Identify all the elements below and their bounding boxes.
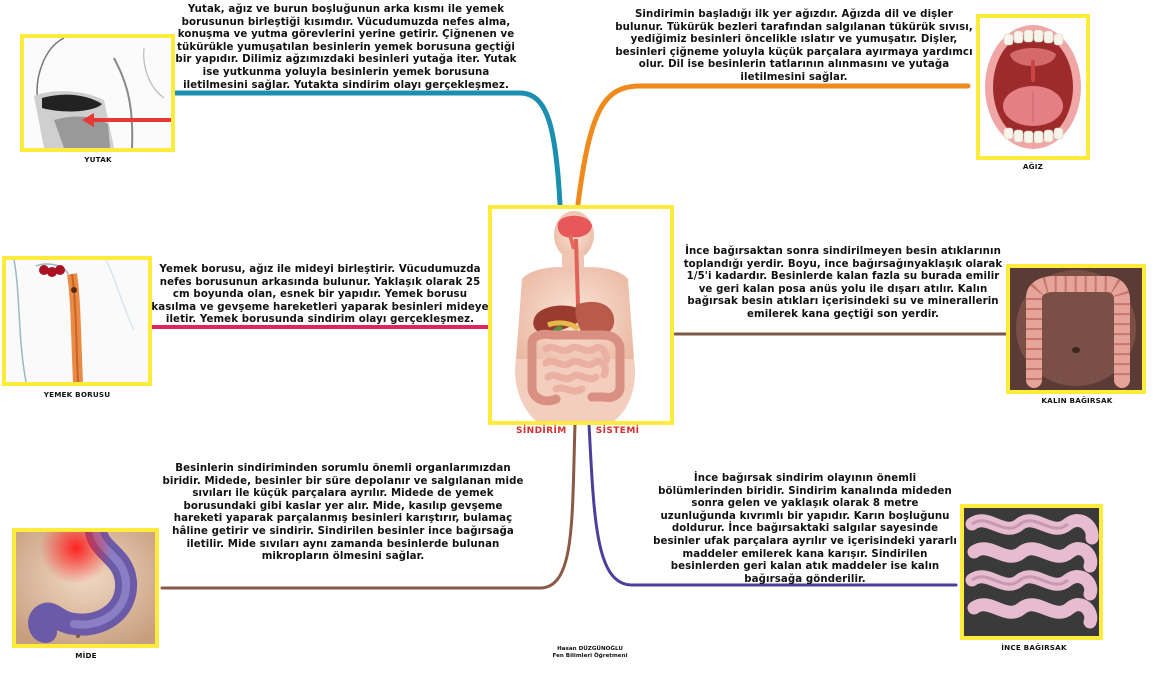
central-title-left: SİNDİRİM: [516, 426, 567, 436]
yutak-label: YUTAK: [84, 155, 112, 164]
ince-bagirsak-image-frame: [960, 504, 1103, 640]
central-title-right: SİSTEMİ: [595, 426, 640, 436]
mide-description: Besinlerin sindiriminden sorumlu önemli …: [162, 463, 524, 563]
central-topic-title: SİNDİRİM SİSTEMİ: [516, 426, 639, 436]
yemek-borusu-label: YEMEK BORUSU: [43, 390, 111, 399]
branch-yutak: [172, 90, 563, 207]
yutak-image-frame: [20, 34, 175, 152]
branch-mide: [160, 422, 577, 590]
branch-agiz: [575, 83, 971, 207]
author-name: Hasan DÜZGÜNOĞLU: [557, 646, 623, 652]
mide-label: MİDE: [75, 651, 97, 660]
author-signature: Hasan DÜZGÜNOĞLU Fen Bilimleri Öğretmeni: [500, 646, 680, 660]
yutak-illustration: [24, 38, 171, 148]
ince-bagirsak-description: İnce bağırsak sindirim olayının önemli b…: [653, 473, 957, 585]
branch-ince-bagirsak: [587, 422, 958, 587]
kalin-bagirsak-label: KALIN BAĞIRSAK: [1041, 396, 1113, 405]
mide-image-frame: [12, 528, 159, 648]
ince-bagirsak-label: İNCE BAĞIRSAK: [1001, 643, 1067, 652]
yemek-borusu-illustration: [6, 260, 148, 382]
ince-bagirsak-illustration: [964, 508, 1099, 636]
kalin-bagirsak-description: İnce bağırsaktan sonra sindirilmeyen bes…: [683, 246, 1003, 320]
yutak-description: Yutak, ağız ve burun boşluğunun arka kıs…: [175, 4, 517, 91]
agiz-description: Sindirimin başladığı ilk yer ağızdır. Ağ…: [615, 9, 973, 83]
digestive-system-image-frame: [488, 205, 674, 425]
yemek-borusu-description: Yemek borusu, ağız ile mideyi birleştiri…: [151, 264, 489, 326]
digestive-system-illustration: [515, 211, 636, 421]
agiz-image-frame: [976, 14, 1090, 160]
agiz-label: AĞIZ: [1022, 162, 1044, 171]
mide-illustration: [16, 532, 155, 644]
yemek-borusu-image-frame: [2, 256, 152, 386]
agiz-illustration: [980, 18, 1086, 156]
author-role: Fen Bilimleri Öğretmeni: [552, 653, 628, 659]
kalin-bagirsak-illustration: [1010, 268, 1142, 390]
kalin-bagirsak-image-frame: [1006, 264, 1146, 394]
